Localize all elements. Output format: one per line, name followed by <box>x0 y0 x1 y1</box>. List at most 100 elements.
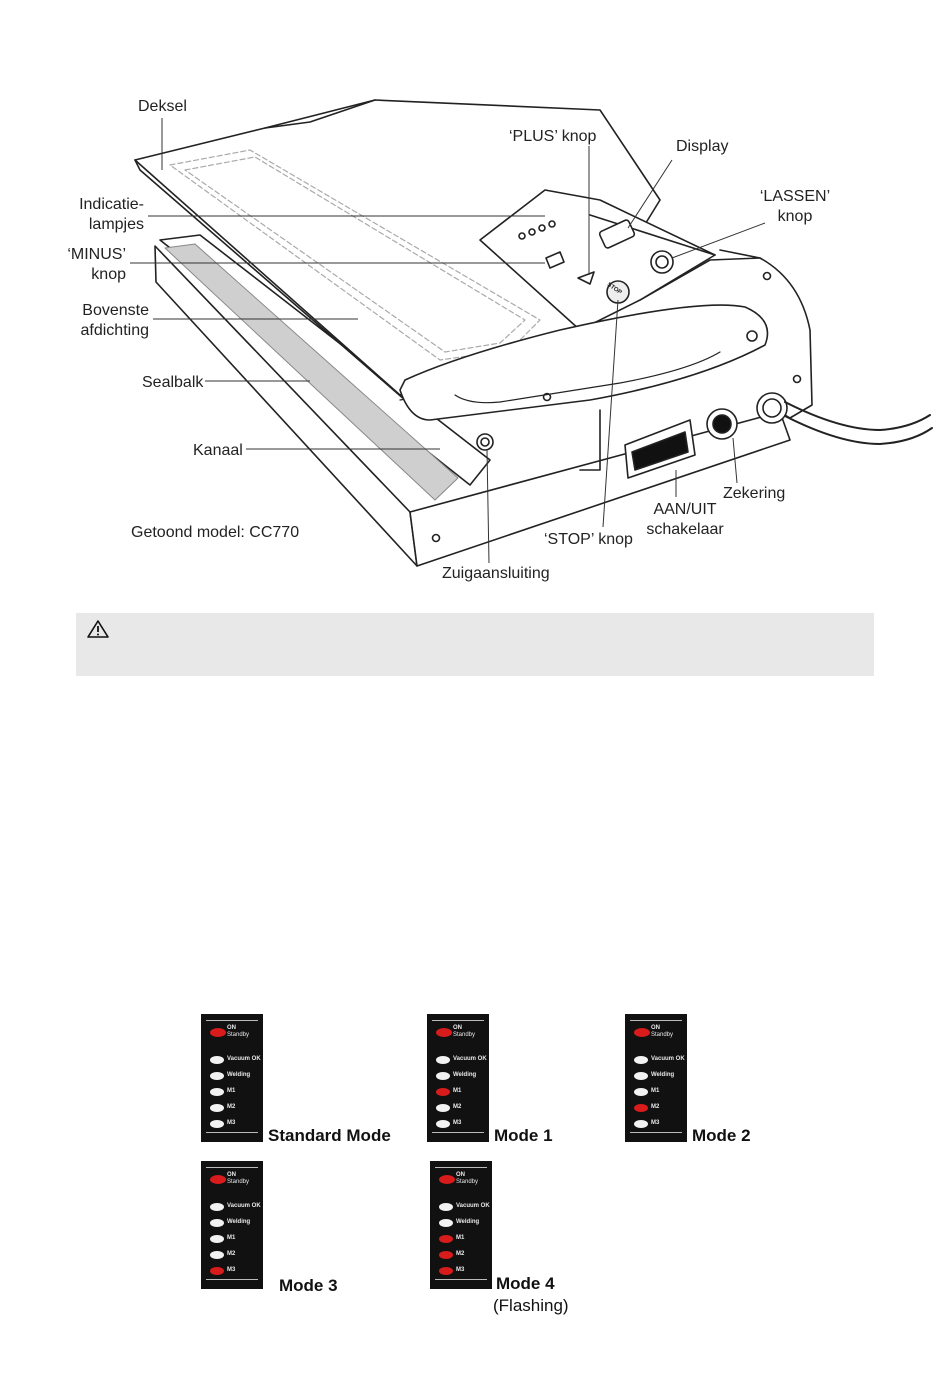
led-welding <box>210 1219 224 1227</box>
led-m1 <box>210 1088 224 1096</box>
led-label-m3: M3 <box>651 1120 660 1126</box>
led-m1 <box>634 1088 648 1096</box>
led-label-m2: M2 <box>651 1104 660 1110</box>
warning-box <box>76 613 874 676</box>
label-minus-2: knop <box>91 266 126 283</box>
led-welding <box>634 1072 648 1080</box>
led-label-welding: Welding <box>453 1072 477 1078</box>
led-m1 <box>210 1235 224 1243</box>
led-label-welding: Welding <box>227 1219 251 1225</box>
led-label-standby: Standby <box>651 1032 674 1038</box>
led-vacuum-ok <box>210 1056 224 1064</box>
led-m3 <box>210 1120 224 1128</box>
label-bovenste-2: afdichting <box>80 322 150 339</box>
label-bovenste-1: Bovenste <box>82 302 149 319</box>
label-kanaal: Kanaal <box>193 442 243 459</box>
led-m3 <box>439 1267 453 1275</box>
lassen-button-icon <box>650 250 674 274</box>
led-m1 <box>436 1088 450 1096</box>
led-label-on: ON <box>227 1172 236 1178</box>
label-aanuit-1: AAN/UIT <box>653 501 717 518</box>
label-stop-knop: ‘STOP’ knop <box>544 531 633 548</box>
led-m2 <box>210 1104 224 1112</box>
led-welding <box>436 1072 450 1080</box>
power-cable <box>784 401 931 431</box>
mode-subcaption: (Flashing) <box>493 1296 569 1315</box>
led-label-vacuum-ok: Vacuum OK <box>456 1203 490 1209</box>
led-vacuum-ok <box>634 1056 648 1064</box>
led-label-on: ON <box>227 1025 236 1031</box>
led-on-standby <box>439 1175 455 1184</box>
led-label-m2: M2 <box>456 1251 465 1257</box>
led-vacuum-ok <box>210 1203 224 1211</box>
led-label-m1: M1 <box>456 1235 465 1241</box>
minus-button-icon <box>545 251 565 269</box>
led-m2 <box>210 1251 224 1259</box>
led-label-welding: Welding <box>456 1219 480 1225</box>
panel-rule <box>432 1020 484 1021</box>
led-welding <box>210 1072 224 1080</box>
led-label-m3: M3 <box>227 1120 236 1126</box>
led-label-standby: Standby <box>456 1179 479 1185</box>
led-label-m2: M2 <box>453 1104 462 1110</box>
led-label-m3: M3 <box>456 1267 465 1273</box>
panel-rule <box>630 1020 682 1021</box>
mode-caption: Mode 3 <box>279 1276 338 1295</box>
upper-gasket <box>169 149 541 361</box>
label-lassen-knop-2: knop <box>777 208 813 225</box>
led-m3 <box>210 1267 224 1275</box>
label-deksel: Deksel <box>138 98 187 115</box>
seal-bar <box>164 243 459 501</box>
led-on-standby <box>436 1028 452 1037</box>
label-zekering: Zekering <box>723 485 786 502</box>
led-label-welding: Welding <box>651 1072 675 1078</box>
panel-rule <box>206 1167 258 1168</box>
panel-rule <box>435 1279 487 1280</box>
led-vacuum-ok <box>439 1203 453 1211</box>
led-label-on: ON <box>456 1172 465 1178</box>
led-label-welding: Welding <box>227 1072 251 1078</box>
led-m3 <box>436 1120 450 1128</box>
mode-caption: Mode 4 <box>496 1274 555 1293</box>
label-indicatie-1: Indicatie- <box>79 196 144 213</box>
handle <box>399 304 769 421</box>
label-minus-1: ‘MINUS’ <box>67 246 126 263</box>
label-aanuit-2: schakelaar <box>646 521 724 538</box>
led-label-standby: Standby <box>227 1179 250 1185</box>
led-welding <box>439 1219 453 1227</box>
led-m1 <box>439 1235 453 1243</box>
label-lassen-knop-1: ‘LASSEN’ <box>759 188 831 205</box>
plus-button-icon <box>577 271 595 285</box>
led-m3 <box>634 1120 648 1128</box>
led-label-vacuum-ok: Vacuum OK <box>651 1056 685 1062</box>
label-model: Getoond model: CC770 <box>131 524 300 541</box>
led-label-vacuum-ok: Vacuum OK <box>227 1203 261 1209</box>
panel-rule <box>206 1132 258 1133</box>
display-icon <box>598 219 636 249</box>
led-on-standby <box>634 1028 650 1037</box>
led-m2 <box>439 1251 453 1259</box>
led-label-m1: M1 <box>651 1088 660 1094</box>
panel-rule <box>206 1020 258 1021</box>
label-plus-knop: ‘PLUS’ knop <box>509 128 597 145</box>
mode-caption: Mode 2 <box>692 1126 751 1145</box>
led-label-on: ON <box>651 1025 660 1031</box>
led-m2 <box>634 1104 648 1112</box>
label-sealbalk: Sealbalk <box>142 374 204 391</box>
led-label-m2: M2 <box>227 1251 236 1257</box>
panel-rule <box>630 1132 682 1133</box>
led-label-on: ON <box>453 1025 462 1031</box>
led-label-m1: M1 <box>453 1088 462 1094</box>
led-label-m3: M3 <box>227 1267 236 1273</box>
mode-caption: Standard Mode <box>268 1126 391 1145</box>
label-display: Display <box>676 138 729 155</box>
led-label-standby: Standby <box>227 1032 250 1038</box>
mode-caption: Mode 1 <box>494 1126 553 1145</box>
panel-rule <box>206 1279 258 1280</box>
led-label-m2: M2 <box>227 1104 236 1110</box>
led-on-standby <box>210 1028 226 1037</box>
led-on-standby <box>210 1175 226 1184</box>
